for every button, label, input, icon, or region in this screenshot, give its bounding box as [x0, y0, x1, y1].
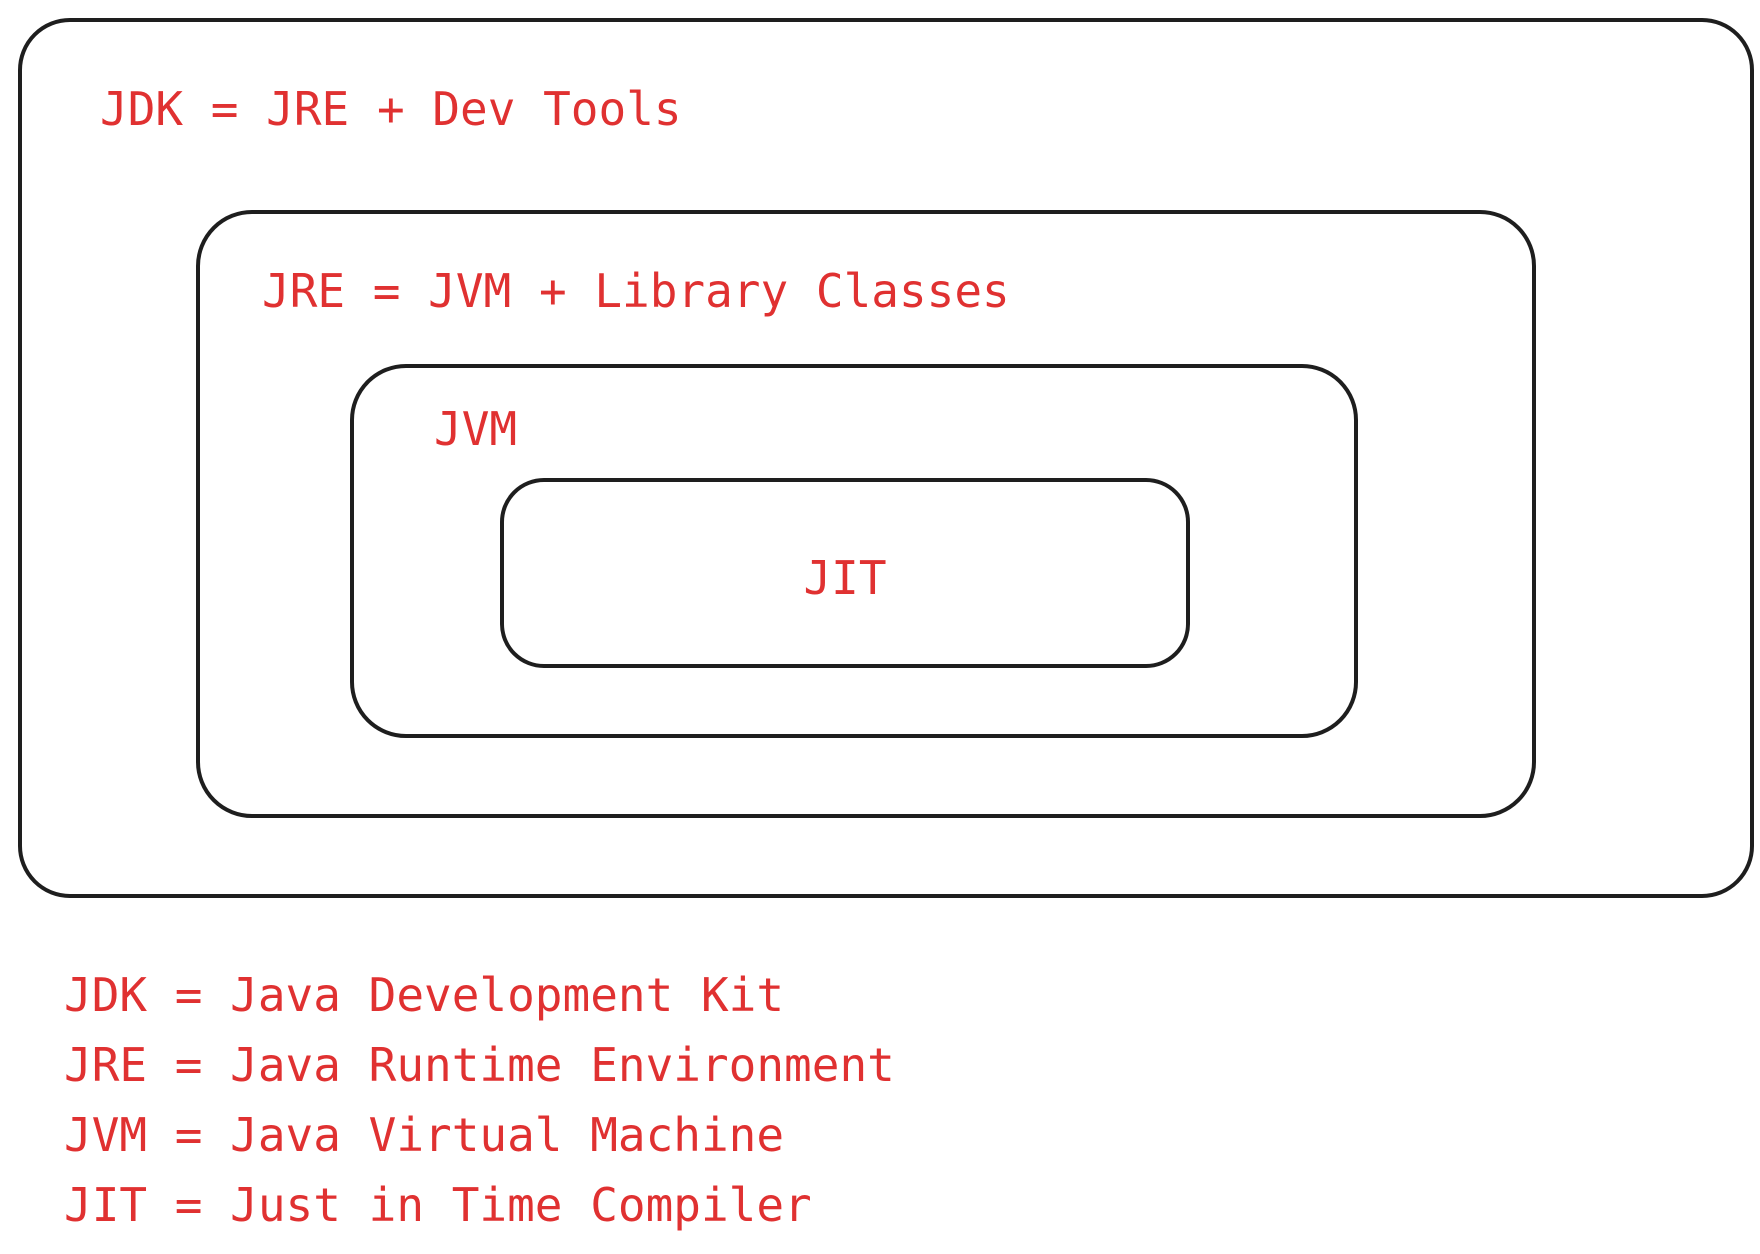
- jvm-box: [350, 364, 1358, 738]
- jit-label: JIT: [803, 551, 887, 605]
- jre-box: [196, 210, 1536, 818]
- jre-label: JRE = JVM + Library Classes: [262, 264, 1010, 318]
- legend: JDK = Java Development Kit JRE = Java Ru…: [64, 960, 895, 1240]
- jit-box: [500, 478, 1190, 668]
- jdk-label: JDK = JRE + Dev Tools: [100, 82, 682, 136]
- legend-item-jvm: JVM = Java Virtual Machine: [64, 1108, 785, 1162]
- legend-item-jre: JRE = Java Runtime Environment: [64, 1038, 895, 1092]
- legend-item-jit: JIT = Just in Time Compiler: [64, 1178, 812, 1232]
- legend-item-jdk: JDK = Java Development Kit: [64, 968, 785, 1022]
- jvm-label: JVM: [434, 402, 518, 456]
- jdk-box: [18, 18, 1754, 898]
